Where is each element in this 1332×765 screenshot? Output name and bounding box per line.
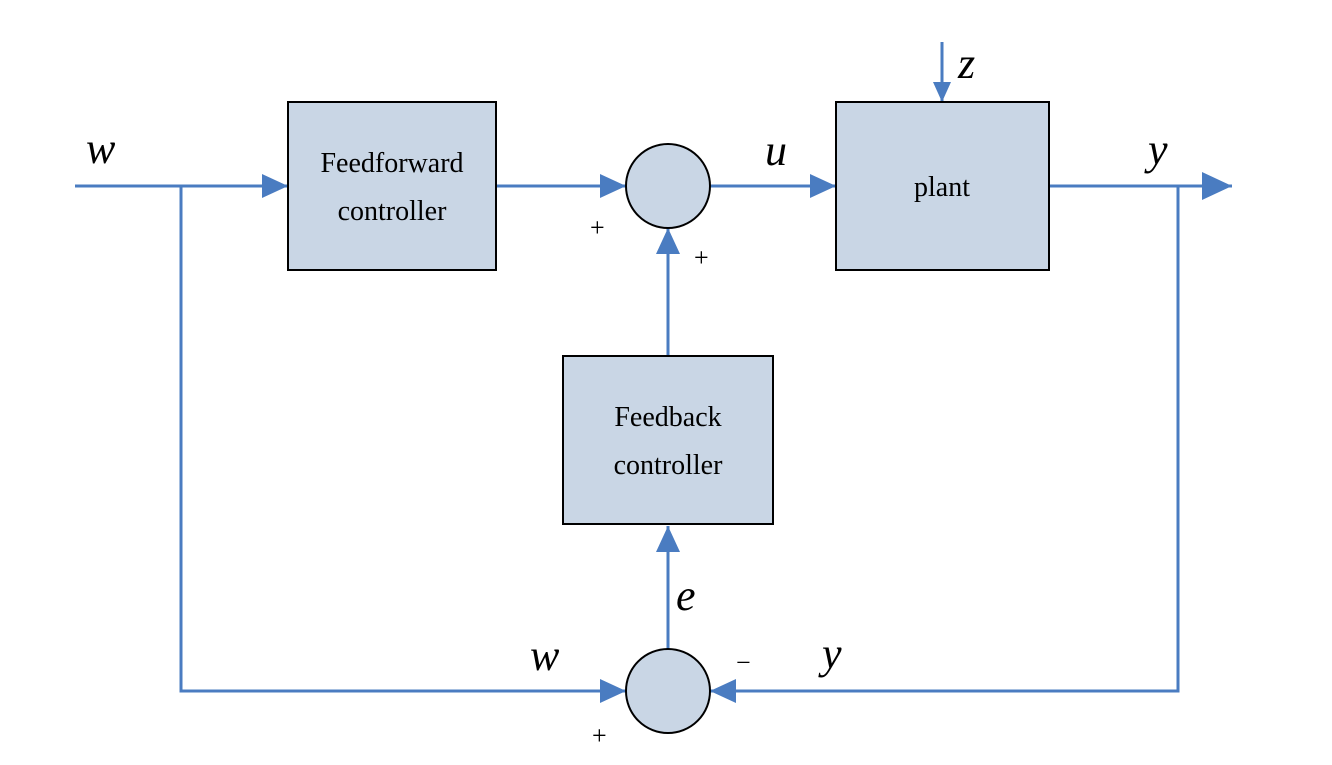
signal-u: u bbox=[765, 126, 787, 175]
signal-z: z bbox=[957, 39, 975, 88]
arrowheads bbox=[262, 82, 1232, 703]
arrow-w-into-bottom-sum bbox=[600, 679, 626, 703]
signal-w-feedback: w bbox=[530, 631, 560, 680]
feedback-label-line1: Feedback bbox=[614, 402, 721, 433]
arrow-z-into-plant bbox=[933, 82, 951, 102]
arrow-into-plant bbox=[810, 174, 836, 198]
arrow-into-feedback bbox=[656, 526, 680, 552]
arrow-into-top-sum bbox=[600, 174, 626, 198]
sign-top-sum-left: + bbox=[590, 213, 605, 242]
sign-bottom-sum-right: − bbox=[736, 648, 751, 677]
bottom-summing-junction bbox=[625, 648, 711, 734]
arrow-into-top-sum-from-feedback bbox=[656, 228, 680, 254]
sign-bottom-sum-left: + bbox=[592, 721, 607, 750]
feedforward-label-line1: Feedforward bbox=[320, 148, 463, 179]
feedback-controller-block: Feedback controller bbox=[562, 355, 774, 525]
signal-y-feedback: y bbox=[818, 629, 842, 678]
signal-y-output: y bbox=[1144, 125, 1168, 174]
arrow-y-output bbox=[1202, 172, 1232, 200]
sign-top-sum-bottom: + bbox=[694, 243, 709, 272]
wire-w-branch bbox=[179, 186, 626, 693]
wires bbox=[75, 42, 1232, 693]
feedforward-controller-block: Feedforward controller bbox=[287, 101, 497, 271]
feedforward-label-line2: controller bbox=[338, 196, 448, 227]
top-summing-junction bbox=[625, 143, 711, 229]
plant-block: plant bbox=[835, 101, 1050, 271]
plant-label: plant bbox=[914, 172, 970, 203]
signal-e: e bbox=[676, 571, 696, 620]
arrow-into-feedforward bbox=[262, 174, 288, 198]
feedback-label-line2: controller bbox=[614, 450, 724, 481]
wire-y-branch bbox=[710, 186, 1180, 693]
signal-w-input: w bbox=[86, 124, 116, 173]
arrow-y-into-bottom-sum bbox=[710, 679, 736, 703]
